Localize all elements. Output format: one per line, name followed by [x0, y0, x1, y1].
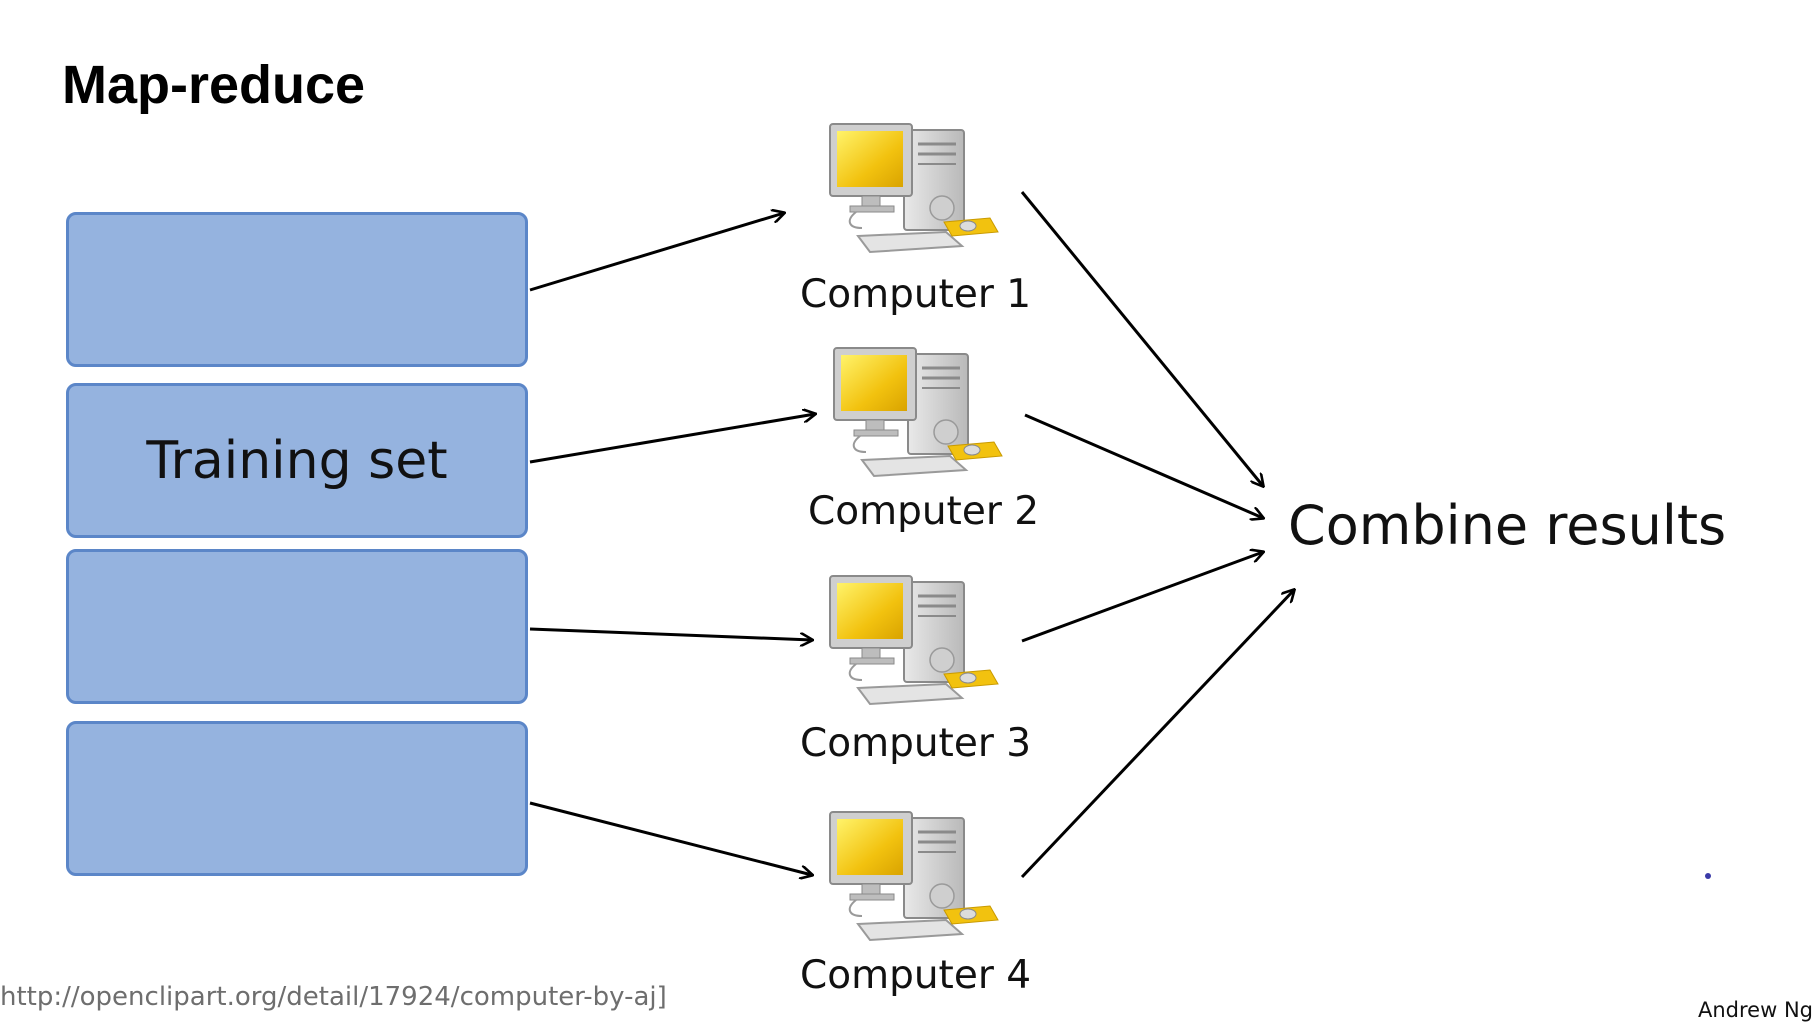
map-arrow-1 [529, 213, 784, 292]
computer-icon [828, 122, 1000, 254]
computer-icon [832, 346, 1004, 478]
data-block-3 [66, 549, 528, 704]
combine-results-label: Combine results [1288, 494, 1727, 557]
computer-label-2: Computer 2 [808, 489, 1040, 534]
block-label: Training set [146, 430, 448, 491]
source-credit: http://openclipart.org/detail/17924/comp… [0, 982, 667, 1012]
data-block-1 [66, 212, 528, 367]
computer-icon [828, 574, 1000, 706]
computer-icon [828, 810, 1000, 942]
cursor-dot [1705, 873, 1711, 879]
map-arrow-2 [529, 414, 815, 464]
computer-label-3: Computer 3 [800, 721, 1032, 766]
data-block-4 [66, 721, 528, 876]
author-name: Andrew Ng [1698, 998, 1812, 1022]
computer-label-4: Computer 4 [800, 953, 1032, 998]
map-arrow-3 [529, 627, 812, 640]
data-block-2: Training set [66, 383, 528, 538]
computer-label-1: Computer 1 [800, 272, 1032, 317]
reduce-arrow-3 [1021, 552, 1263, 643]
reduce-arrow-1 [1020, 191, 1263, 486]
reduce-arrow-2 [1024, 413, 1263, 518]
reduce-arrow-4 [1020, 590, 1294, 879]
map-arrow-4 [529, 801, 812, 875]
slide-title: Map-reduce [62, 55, 366, 115]
